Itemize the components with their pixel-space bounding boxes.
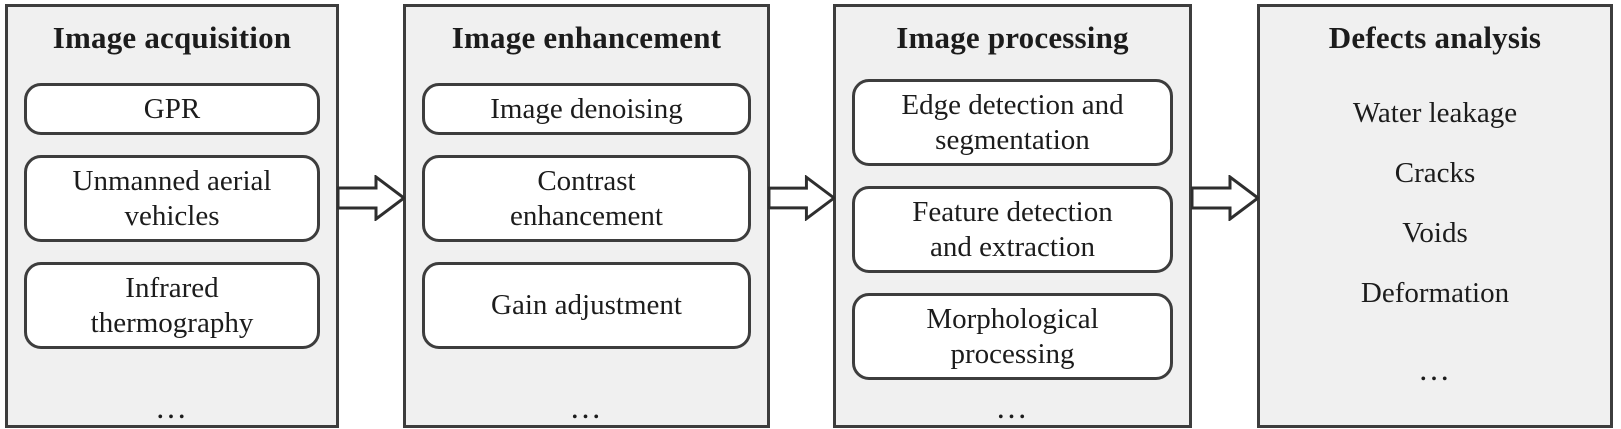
defect-item-water-leakage: Water leakage: [1352, 97, 1518, 129]
panel-image-acquisition: Image acquisition GPR Unmanned aerial ve…: [5, 4, 339, 428]
right-arrow-icon: [768, 175, 835, 221]
flow-arrow-1: [337, 4, 405, 428]
method-box-morphological-processing: Morphological processing: [852, 293, 1173, 380]
method-box-infrared-thermography: Infrared thermography: [24, 262, 320, 349]
ellipsis-more: …: [155, 389, 189, 425]
panel-title-image-processing: Image processing: [896, 20, 1129, 55]
right-arrow-icon: [337, 175, 405, 221]
flow-arrow-2: [768, 4, 835, 428]
panel-title-image-enhancement: Image enhancement: [451, 20, 722, 55]
defect-item-deformation: Deformation: [1360, 277, 1510, 309]
panel-image-processing: Image processing Edge detection and segm…: [833, 4, 1192, 428]
defect-list: Water leakage Cracks Voids Deformation: [1260, 97, 1610, 309]
method-box-gpr: GPR: [24, 83, 320, 135]
method-box-edge-detection-segmentation: Edge detection and segmentation: [852, 79, 1173, 166]
method-list-enhancement: Image denoising Contrast enhancement Gai…: [422, 83, 751, 349]
flow-arrow-3: [1190, 4, 1259, 428]
panel-title-defects-analysis: Defects analysis: [1328, 20, 1542, 55]
method-box-feature-detection-extraction: Feature detection and extraction: [852, 186, 1173, 273]
panel-defects-analysis: Defects analysis Water leakage Cracks Vo…: [1257, 4, 1613, 428]
panel-title-image-acquisition: Image acquisition: [52, 20, 292, 55]
method-box-gain-adjustment: Gain adjustment: [422, 262, 751, 349]
ellipsis-more: …: [569, 389, 604, 425]
method-box-unmanned-aerial-vehicles: Unmanned aerial vehicles: [24, 155, 320, 242]
defect-item-cracks: Cracks: [1394, 157, 1476, 189]
method-list-acquisition: GPR Unmanned aerial vehicles Infrared th…: [24, 83, 320, 349]
ellipsis-more: …: [995, 389, 1030, 425]
panel-image-enhancement: Image enhancement Image denoising Contra…: [403, 4, 770, 428]
ellipsis-more: …: [1418, 351, 1452, 387]
method-list-processing: Edge detection and segmentation Feature …: [852, 79, 1173, 380]
defect-item-voids: Voids: [1402, 217, 1468, 249]
method-box-image-denoising: Image denoising: [422, 83, 751, 135]
right-arrow-icon: [1190, 175, 1259, 221]
method-box-contrast-enhancement: Contrast enhancement: [422, 155, 751, 242]
